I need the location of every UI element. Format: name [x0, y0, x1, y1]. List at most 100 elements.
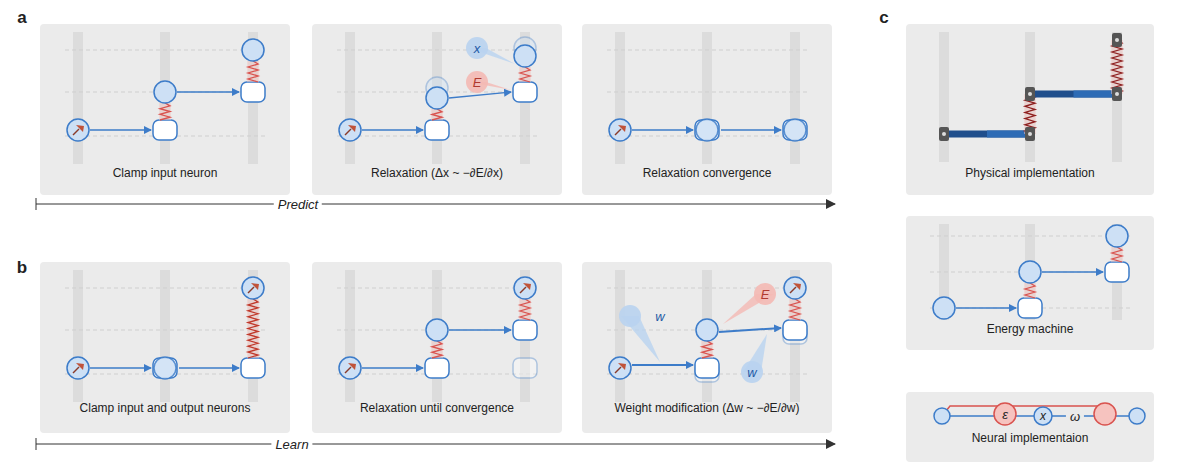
spring [1112, 247, 1122, 262]
neuron-rail [73, 270, 83, 402]
spring [248, 299, 258, 358]
grid-line [65, 50, 268, 51]
neuron-circle [426, 87, 448, 109]
neuron-slot [1105, 262, 1129, 282]
joint [1112, 33, 1122, 47]
joint [939, 127, 949, 141]
spring-glow [519, 67, 531, 82]
panel-ground [582, 24, 832, 195]
panel-letter: a [17, 8, 26, 28]
timeline-label: Predict [274, 197, 322, 212]
spring [160, 103, 170, 120]
panel-caption: Clamp input and output neurons [40, 401, 290, 415]
grid-line [337, 50, 540, 51]
panel: Physical implementation [906, 24, 1154, 195]
pin-icon [348, 125, 356, 132]
grid-line [65, 330, 268, 331]
grid-line [65, 288, 268, 289]
neuron-circle [242, 39, 264, 61]
spring-glow [1111, 40, 1123, 94]
neuron-rail [345, 32, 355, 164]
grid-line [607, 92, 810, 93]
timeline-label: Learn [271, 437, 312, 452]
grid-line [337, 288, 540, 289]
neuron-rail [790, 32, 800, 164]
bubble-label: E [473, 75, 482, 90]
spring [1025, 283, 1035, 298]
joint [942, 132, 946, 136]
weight-arrow [449, 92, 511, 98]
panel-ground [40, 24, 290, 195]
panel: Clamp input neuron [40, 24, 290, 195]
spring-glow [519, 299, 531, 320]
variable-label: ε [1002, 407, 1008, 422]
weight-arrow [177, 91, 239, 92]
neuron-slot [241, 358, 265, 378]
panel-caption: Clamp input neuron [40, 166, 290, 180]
spring [432, 109, 442, 120]
variable-label: ω [1066, 409, 1084, 424]
neuron-circle [609, 119, 631, 141]
spring [248, 61, 258, 82]
neuron-circle [1106, 225, 1128, 247]
spring [1112, 40, 1122, 94]
neuron-slot [425, 358, 449, 378]
neuron-circle [1129, 408, 1145, 424]
panel-ground [40, 262, 290, 433]
panel-ground [906, 216, 1154, 350]
neuron-circle [784, 277, 806, 299]
spring-glow [789, 299, 801, 320]
pin-icon [793, 283, 801, 290]
neuron-circle [609, 357, 631, 379]
weight-arrow [179, 367, 239, 368]
error-neuron [1094, 403, 1116, 425]
timeline [36, 444, 835, 445]
spring-glow [1111, 247, 1123, 262]
bubble-label: E [761, 287, 770, 302]
rail [1112, 32, 1122, 162]
pin-icon [523, 283, 531, 290]
bubble [741, 361, 763, 383]
panel-caption: Relaxation until convergence [312, 401, 562, 415]
panel: Weight modification (Δw ~ −∂E/∂w) [582, 262, 832, 433]
neuron-circle [67, 357, 89, 379]
neuron-circle [154, 357, 176, 379]
panel-ground [582, 262, 832, 433]
joint [1028, 92, 1032, 96]
pin-icon [345, 129, 351, 135]
spring-glow [431, 341, 443, 358]
bubble-label: w [747, 365, 756, 380]
panel-caption: Energy machine [906, 322, 1154, 336]
neuron-circle [514, 45, 536, 67]
neuron-slot [425, 120, 449, 140]
neuron-slot [513, 358, 537, 378]
joint [1115, 92, 1119, 96]
bubble [466, 37, 488, 59]
weight-arrow [362, 367, 423, 368]
panel: Relaxation convergence [582, 24, 832, 195]
weight-arrow [449, 329, 511, 330]
panel-ground [312, 262, 562, 433]
bubble [466, 71, 488, 93]
weight-arrow [956, 307, 1016, 308]
pin-icon [345, 367, 351, 373]
weight-arrow [90, 367, 151, 368]
neuron-rail [345, 270, 355, 402]
rod [944, 131, 1030, 138]
neuron-circle [784, 119, 806, 141]
weight-arrow [632, 129, 693, 130]
pin-icon [790, 287, 796, 293]
neuron-rail [160, 270, 170, 402]
neuron-circle [242, 277, 264, 299]
neuron-circle [696, 119, 718, 141]
panel-letter: c [879, 8, 888, 28]
panel: Clamp input and output neurons [40, 262, 290, 433]
panel-ground [906, 392, 1154, 462]
timeline [36, 204, 835, 205]
joint [1115, 38, 1119, 42]
bubble [619, 305, 641, 327]
grid-line [607, 288, 810, 289]
rod [987, 131, 1030, 138]
neuron-rail [615, 32, 625, 164]
rail [1025, 32, 1035, 162]
